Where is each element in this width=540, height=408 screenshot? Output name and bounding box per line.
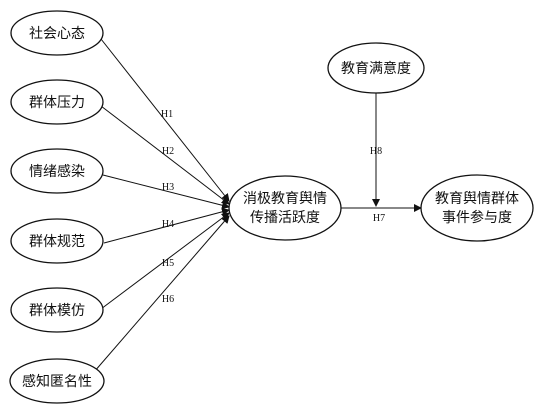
node-negative-spread-line2: 传播活跃度	[250, 210, 320, 226]
label-h7: H7	[373, 213, 385, 224]
node-group-norms-label: 群体规范	[29, 233, 85, 250]
edge-h2	[100, 105, 230, 205]
node-group-pressure: 群体压力	[10, 79, 104, 125]
edge-h5	[100, 212, 230, 310]
label-h8: H8	[370, 146, 382, 157]
node-education-satisfaction-label: 教育满意度	[341, 60, 411, 77]
label-h6: H6	[162, 294, 174, 305]
node-group-imitation: 群体模仿	[10, 287, 104, 333]
node-social-mentality: 社会心态	[10, 10, 104, 56]
node-social-mentality-label: 社会心态	[29, 26, 85, 42]
node-negative-spread-line1: 消极教育舆情	[243, 191, 327, 207]
edge-h6	[93, 215, 230, 373]
node-emotional-contagion: 情绪感染	[10, 148, 104, 194]
edge-h1	[100, 38, 230, 202]
node-education-satisfaction: 教育满意度	[327, 42, 425, 94]
node-emotional-contagion-label: 情绪感染	[29, 163, 85, 180]
node-negative-spread: 消极教育舆情 传播活跃度	[228, 175, 342, 241]
label-h1: H1	[161, 109, 173, 120]
node-event-participation: 教育舆情群体 事件参与度	[420, 174, 534, 242]
edge-labels: H1 H2 H3 H4 H5 H6 H7 H8	[161, 109, 385, 305]
node-group-pressure-label: 群体压力	[29, 95, 85, 111]
node-group-norms: 群体规范	[10, 218, 104, 264]
edge-h3	[102, 174, 230, 210]
node-event-participation-line1: 教育舆情群体	[435, 191, 519, 207]
edge-h4	[103, 207, 230, 244]
label-h2: H2	[162, 146, 174, 157]
edges	[93, 38, 422, 373]
label-h3: H3	[162, 182, 174, 193]
node-perceived-anonymity-label: 感知匿名性	[22, 373, 92, 390]
node-event-participation-line2: 事件参与度	[442, 209, 512, 226]
node-group-imitation-label: 群体模仿	[29, 303, 85, 319]
label-h5: H5	[162, 258, 174, 269]
node-perceived-anonymity: 感知匿名性	[9, 358, 105, 404]
label-h4: H4	[162, 219, 174, 230]
